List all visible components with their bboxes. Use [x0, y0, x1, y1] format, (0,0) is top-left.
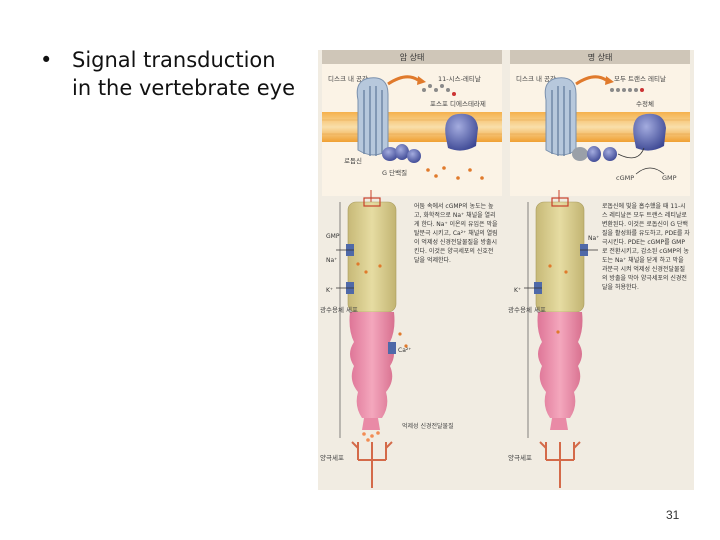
light-cgmp-label: cGMP	[616, 174, 634, 182]
dark-transmitter-dots	[362, 431, 380, 442]
title-line-1: Signal transduction	[72, 46, 295, 74]
light-state-panel: 명 상태 디스크 내 공간 모두 트랜스 레티날 수정체	[508, 50, 690, 488]
dissociated-g-protein-icon	[572, 146, 617, 162]
dark-gmp-label: GMP	[326, 233, 340, 240]
rhodopsin-icon	[357, 78, 388, 156]
dark-state-panel: 암 상태 디스크 내 공간 11-시스-레티날 포스포 디에스테라제	[320, 50, 502, 488]
light-gmp-label-top: GMP	[662, 174, 677, 182]
title-line-2: in the vertebrate eye	[72, 74, 295, 102]
light-synapse	[550, 418, 568, 430]
dark-channel-na	[336, 244, 354, 256]
figure-svg: 암 상태 디스크 내 공간 11-시스-레티날 포스포 디에스테라제	[318, 50, 694, 490]
dark-neurotransmitter-label: 억제성 신경전달물질	[402, 422, 454, 430]
light-na-label: Na⁺	[588, 235, 599, 242]
light-rod-cell-label: 광수용체 세포	[508, 305, 546, 314]
light-header: 명 상태	[588, 52, 613, 62]
dark-rhodopsin-label: 로돕신	[344, 156, 362, 165]
active-pde-icon	[633, 114, 666, 151]
pde-icon	[445, 114, 478, 151]
activated-rhodopsin-icon	[545, 78, 576, 156]
light-retinal-label: 모두 트랜스 레티날	[614, 74, 666, 83]
light-caption-box: 로돕신에 빛을 흡수했을 때 11-시스 레티날은 모두 트랜스 레티날로 변환…	[602, 202, 690, 348]
bullet-dot: •	[40, 46, 52, 74]
slide-title: Signal transduction in the vertebrate ey…	[72, 46, 295, 102]
dark-channel-k	[336, 282, 354, 294]
dark-bipolar-label: 양극세포	[320, 453, 344, 462]
dark-k-label: K⁺	[326, 287, 333, 294]
dark-synapse	[362, 418, 380, 430]
dark-header: 암 상태	[400, 52, 425, 62]
dark-ca-label: Ca²⁺	[398, 347, 411, 354]
light-channel-k	[524, 282, 542, 294]
dark-retinal-label: 11-시스-레티날	[438, 74, 481, 83]
dark-g-protein-label: G 단백질	[382, 168, 407, 177]
light-bipolar-icon	[540, 442, 580, 488]
dark-channel-ca	[388, 342, 396, 354]
dark-caption-box: 어둠 속에서 cGMP의 농도는 높고, 화학적으로 Na⁺ 채널을 열리게 한…	[414, 202, 498, 310]
dark-bipolar-icon	[352, 442, 392, 488]
light-bipolar-label: 양극세포	[508, 453, 532, 462]
dark-na-label: Na⁺	[326, 257, 337, 264]
dark-rod-cell-label: 광수용체 세포	[320, 305, 358, 314]
page-number: 31	[666, 508, 679, 522]
phototransduction-figure: 암 상태 디스크 내 공간 11-시스-레티날 포스포 디에스테라제	[318, 50, 694, 490]
dark-rod-body	[350, 312, 395, 418]
dark-outer-segment	[348, 202, 396, 312]
light-rod-body	[538, 312, 583, 418]
dark-pde-label: 포스포 디에스테라제	[430, 99, 486, 108]
light-channel-na	[580, 244, 598, 256]
light-outer-segment	[536, 202, 584, 312]
light-caption: 로돕신에 빛을 흡수했을 때 11-시스 레티날은 모두 트랜스 레티날로 변환…	[602, 202, 690, 292]
dark-caption: 어둠 속에서 cGMP의 농도는 높고, 화학적으로 Na⁺ 채널을 열리게 한…	[414, 202, 498, 265]
light-k-label: K⁺	[514, 287, 521, 294]
light-pde-label: 수정체	[636, 99, 654, 108]
